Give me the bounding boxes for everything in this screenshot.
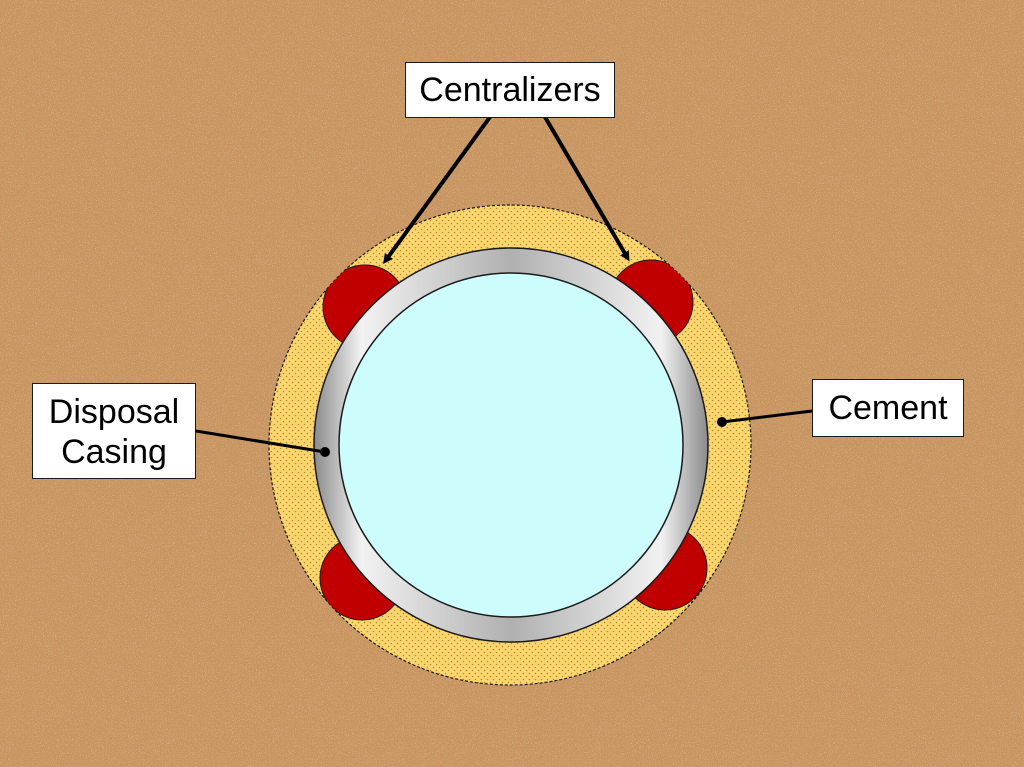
leader-dot-cement bbox=[717, 417, 727, 427]
arrow-centralizers-left bbox=[383, 115, 492, 265]
label-disposal-casing: Disposal Casing bbox=[32, 383, 196, 479]
label-disposal-line2: Casing bbox=[61, 433, 167, 471]
arrow-centralizers-right bbox=[543, 115, 630, 262]
label-centralizers: Centralizers bbox=[405, 62, 615, 118]
leader-dot-casing bbox=[320, 447, 330, 457]
label-cement-text: Cement bbox=[828, 389, 948, 427]
label-disposal-line1: Disposal bbox=[48, 393, 180, 431]
leader-cement bbox=[721, 409, 813, 424]
label-centralizers-text: Centralizers bbox=[419, 71, 601, 109]
label-cement: Cement bbox=[812, 379, 964, 437]
leader-disposal-casing bbox=[195, 429, 326, 454]
casing-bore bbox=[338, 272, 684, 618]
